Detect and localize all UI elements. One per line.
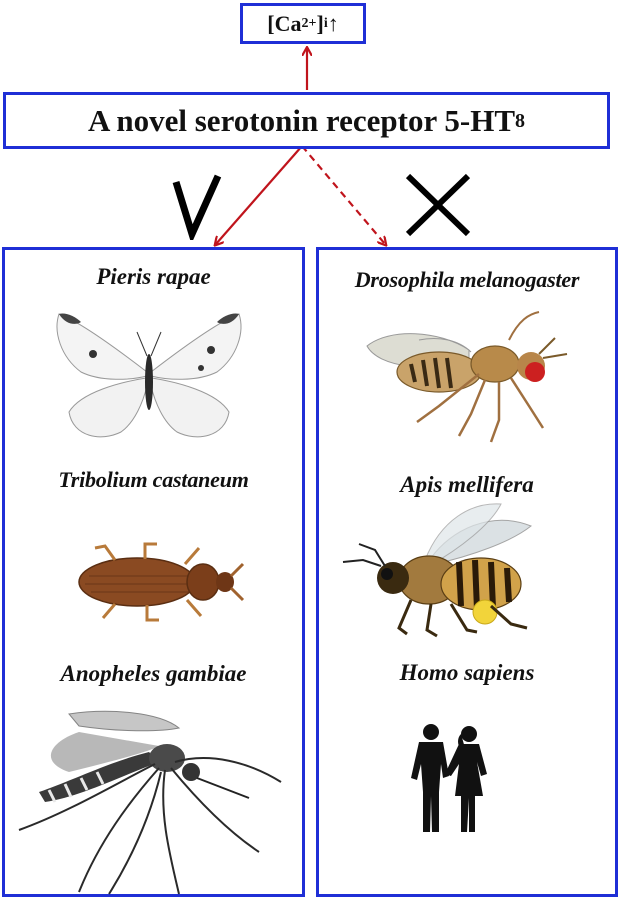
species-drosophila-melanogaster: Drosophila melanogaster (354, 267, 580, 292)
mosquito-icon (9, 702, 301, 897)
dashed-arrow-right (301, 145, 385, 244)
human-couple-icon (403, 722, 499, 834)
honeybee-icon (341, 500, 537, 640)
cross-mark (402, 172, 474, 238)
species-pieris-rapae: Pieris rapae (96, 264, 211, 289)
check-mark (172, 174, 222, 244)
species-anopheles-gambiae: Anopheles gambiae (60, 661, 247, 686)
calcium-base: [Ca (267, 10, 302, 36)
species-homo-sapiens: Homo sapiens (399, 660, 535, 685)
increase-arrow-icon: ↑ (327, 10, 339, 36)
species-tribolium-castaneum: Tribolium castaneum (58, 467, 249, 492)
butterfly-icon (51, 302, 247, 452)
positive-species-panel: Pieris rapae Tribolium castaneum (2, 247, 305, 897)
species-apis-mellifera: Apis mellifera (400, 472, 534, 497)
beetle-icon (75, 542, 245, 622)
calcium-bracket: ] (316, 10, 324, 36)
negative-species-panel: Drosophila melanogaster Apis mellifera (316, 247, 618, 897)
solid-arrow-left (216, 145, 303, 244)
fruit-fly-icon (359, 310, 574, 445)
receptor-title: A novel serotonin receptor 5-HT (87, 102, 516, 138)
